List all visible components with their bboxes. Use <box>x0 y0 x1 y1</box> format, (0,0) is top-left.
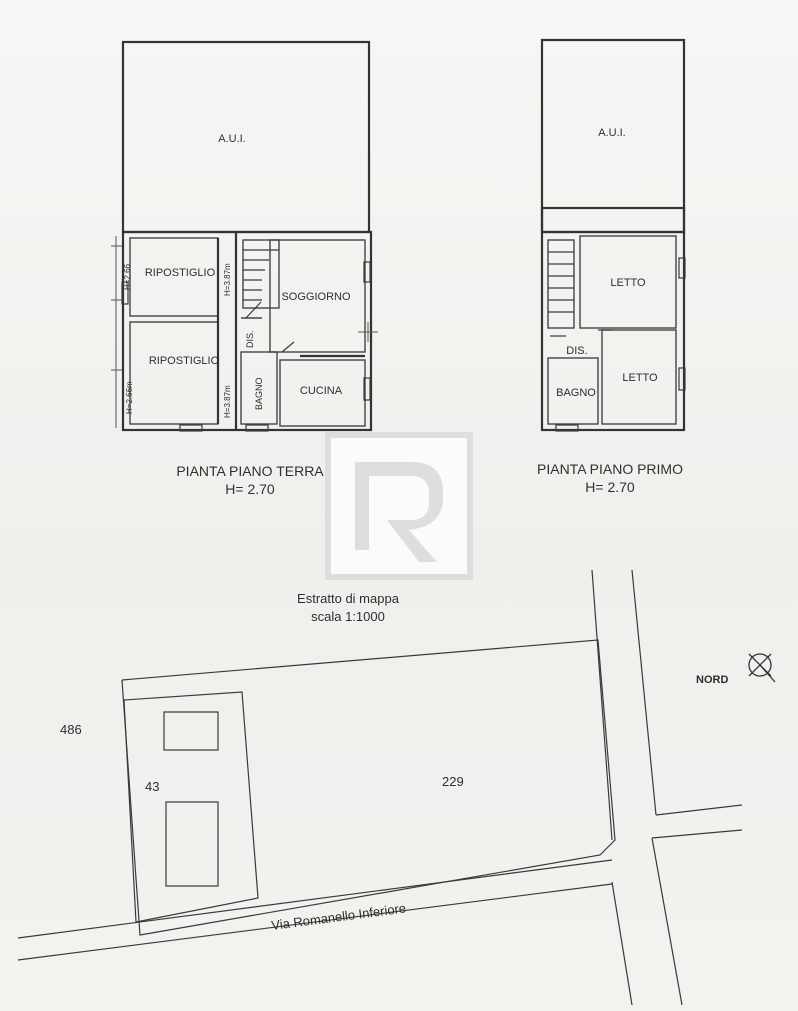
gf-ripostiglio-top-label: RIPOSTIGLIO <box>145 267 216 279</box>
north-label: NORD <box>696 674 728 686</box>
gf-h-left-top-label: H=2.66 <box>123 263 132 290</box>
first-floor-height: H= 2.70 <box>585 479 635 495</box>
ground-floor-caption: PIANTA PIANO TERRA H= 2.70 <box>150 462 350 498</box>
ff-letto-top-label: LETTO <box>610 277 646 289</box>
first-floor-caption: PIANTA PIANO PRIMO H= 2.70 <box>510 460 710 496</box>
gf-aui-label: A.U.I. <box>218 133 246 145</box>
cadastral-map: Estratto di mappa scala 1:1000 486 43 22… <box>17 569 776 1006</box>
ff-aui-label: A.U.I. <box>598 127 626 139</box>
ground-floor-height: H= 2.70 <box>225 481 275 497</box>
parcel-486-label: 486 <box>60 722 82 737</box>
map-title: Estratto di mappa <box>297 591 400 606</box>
ff-dis-label: DIS. <box>566 345 587 357</box>
first-floor-title: PIANTA PIANO PRIMO <box>537 461 683 477</box>
ground-floor-title: PIANTA PIANO TERRA <box>176 463 324 479</box>
parcel-229-label: 229 <box>442 774 464 789</box>
gf-h-mid-top-label: H=3.87m <box>223 263 232 296</box>
gf-cucina-label: CUCINA <box>300 385 343 397</box>
gf-h-left-bottom-label: H=2.66m <box>125 381 134 414</box>
first-floor-plan: A.U.I. LETTO LETTO DIS. BAGNO <box>540 38 686 432</box>
street-label: Via Romanello Inferiore <box>270 900 406 933</box>
map-scale: scala 1:1000 <box>311 609 385 624</box>
gf-bagno-label: BAGNO <box>254 377 264 410</box>
gf-ripostiglio-bottom-label: RIPOSTIGLIO <box>149 355 220 367</box>
north-compass-icon <box>748 653 776 683</box>
gf-dis-label: DIS. <box>245 330 255 348</box>
parcel-43-label: 43 <box>145 779 159 794</box>
ff-bagno-label: BAGNO <box>556 387 596 399</box>
gf-h-mid-bottom-label: H=3.87m <box>223 385 232 418</box>
ground-floor-plan: A.U.I. RIPOSTIGLIO RIPOSTIGLIO SOGGIORNO… <box>111 40 378 432</box>
agency-r-logo <box>325 432 473 580</box>
ff-letto-bottom-label: LETTO <box>622 372 658 384</box>
gf-soggiorno-label: SOGGIORNO <box>281 291 351 303</box>
